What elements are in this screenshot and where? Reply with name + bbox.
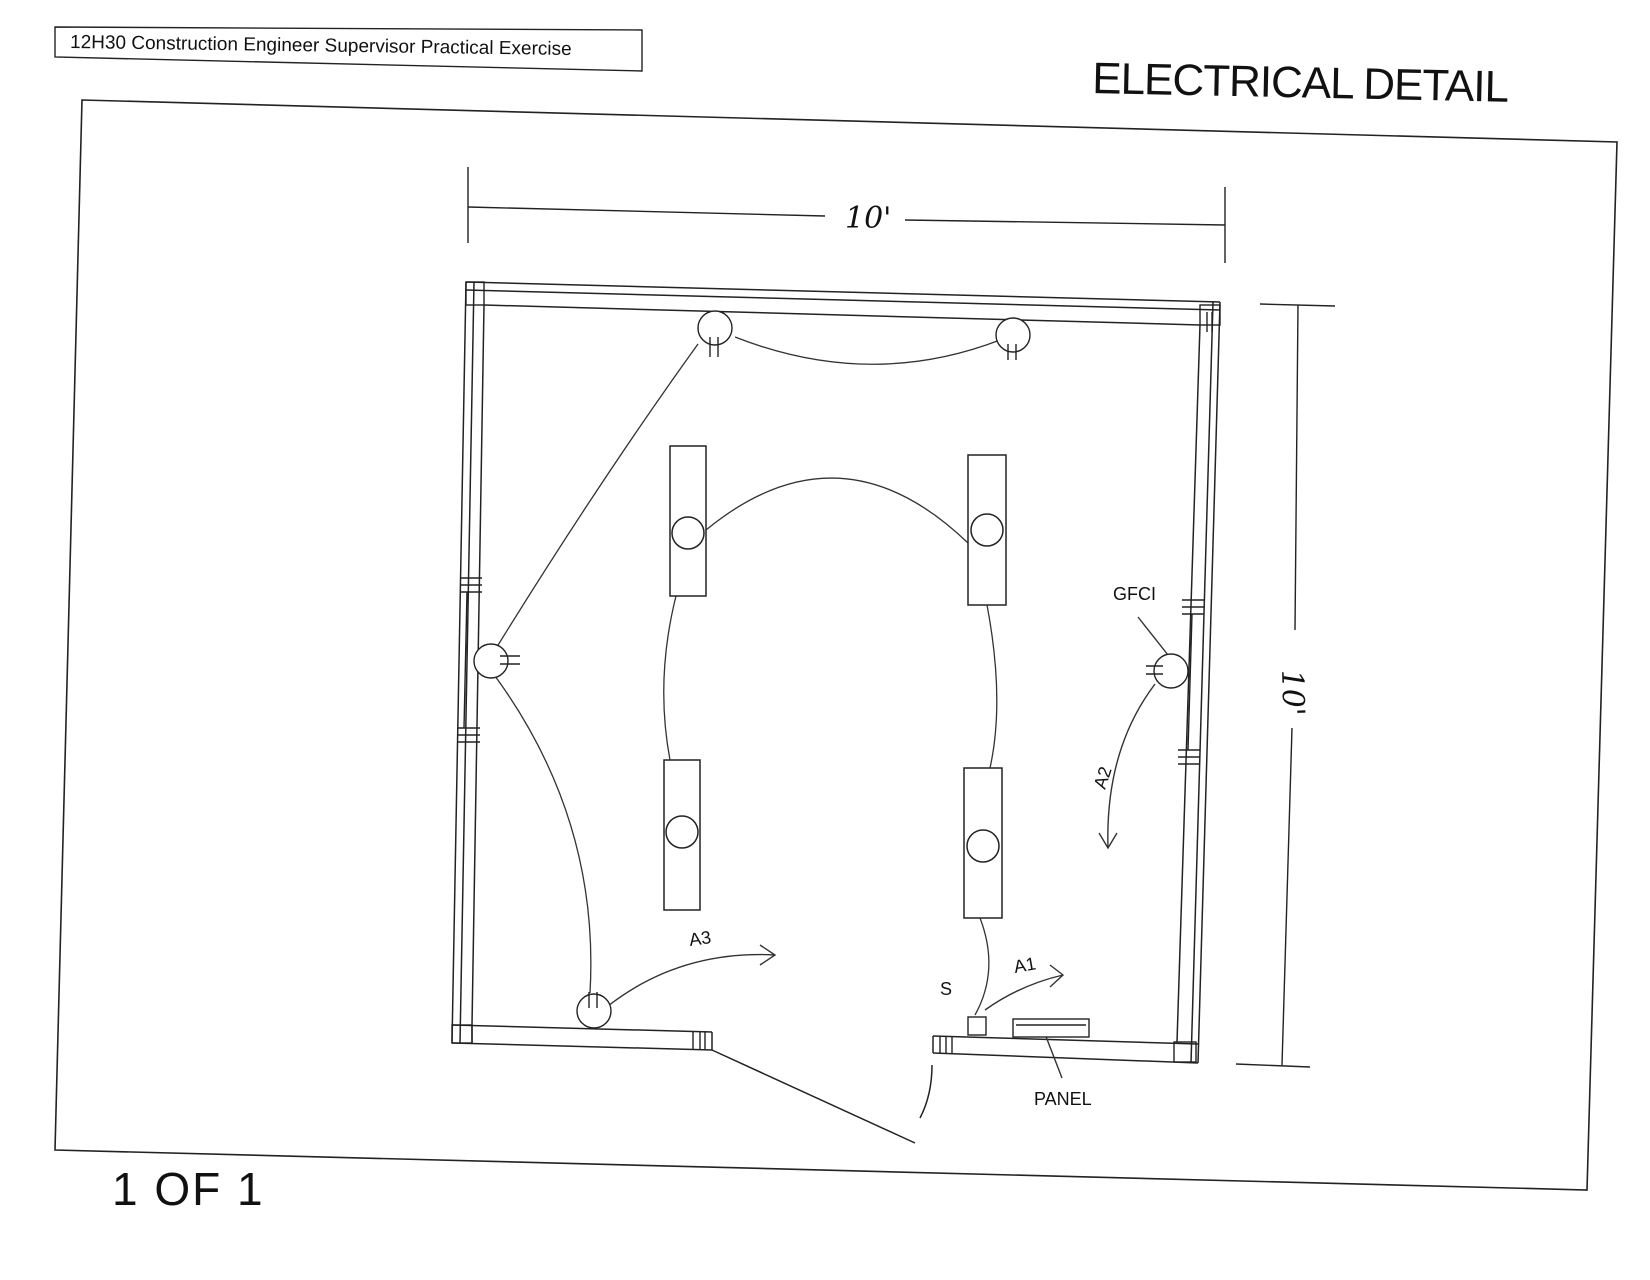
width-dimension-label: 10' bbox=[845, 201, 891, 236]
receptacle-top-left bbox=[697, 310, 733, 357]
circuit-wiring bbox=[494, 336, 1001, 1016]
width-dimension bbox=[467, 167, 1226, 263]
switch-label: S bbox=[940, 979, 952, 999]
receptacle-left-wall bbox=[473, 643, 520, 679]
receptacle-gfci bbox=[1146, 653, 1189, 689]
gfci-label: GFCI bbox=[1113, 584, 1156, 604]
light-fixture-1 bbox=[669, 445, 707, 597]
exercise-label-box: 12H30 Construction Engineer Supervisor P… bbox=[54, 26, 643, 72]
receptacle-bottom-left bbox=[576, 992, 612, 1029]
receptacle-top-right bbox=[995, 317, 1031, 360]
height-dimension-label: 10' bbox=[1274, 669, 1311, 717]
sheet-border bbox=[54, 99, 1618, 1191]
light-fixture-2 bbox=[967, 454, 1007, 606]
circuit-a3-label: A3 bbox=[688, 927, 713, 950]
room-walls bbox=[451, 281, 1221, 1064]
light-fixture-3 bbox=[663, 759, 701, 911]
page-number: 1 OF 1 bbox=[112, 1163, 265, 1215]
light-fixture-4 bbox=[963, 767, 1003, 919]
circuit-a1-label: A1 bbox=[1012, 953, 1037, 977]
light-switch bbox=[967, 1016, 987, 1036]
drawing-title: ELECTRICAL DETAIL bbox=[1092, 54, 1509, 112]
circuit-arrows bbox=[607, 616, 1169, 1079]
panel-label: PANEL bbox=[1034, 1089, 1092, 1109]
height-dimension bbox=[1235, 303, 1336, 1068]
door-swing bbox=[711, 1049, 933, 1144]
wall-openings bbox=[451, 281, 1221, 1063]
exercise-label: 12H30 Construction Engineer Supervisor P… bbox=[70, 32, 572, 60]
electrical-panel bbox=[1012, 1018, 1090, 1038]
